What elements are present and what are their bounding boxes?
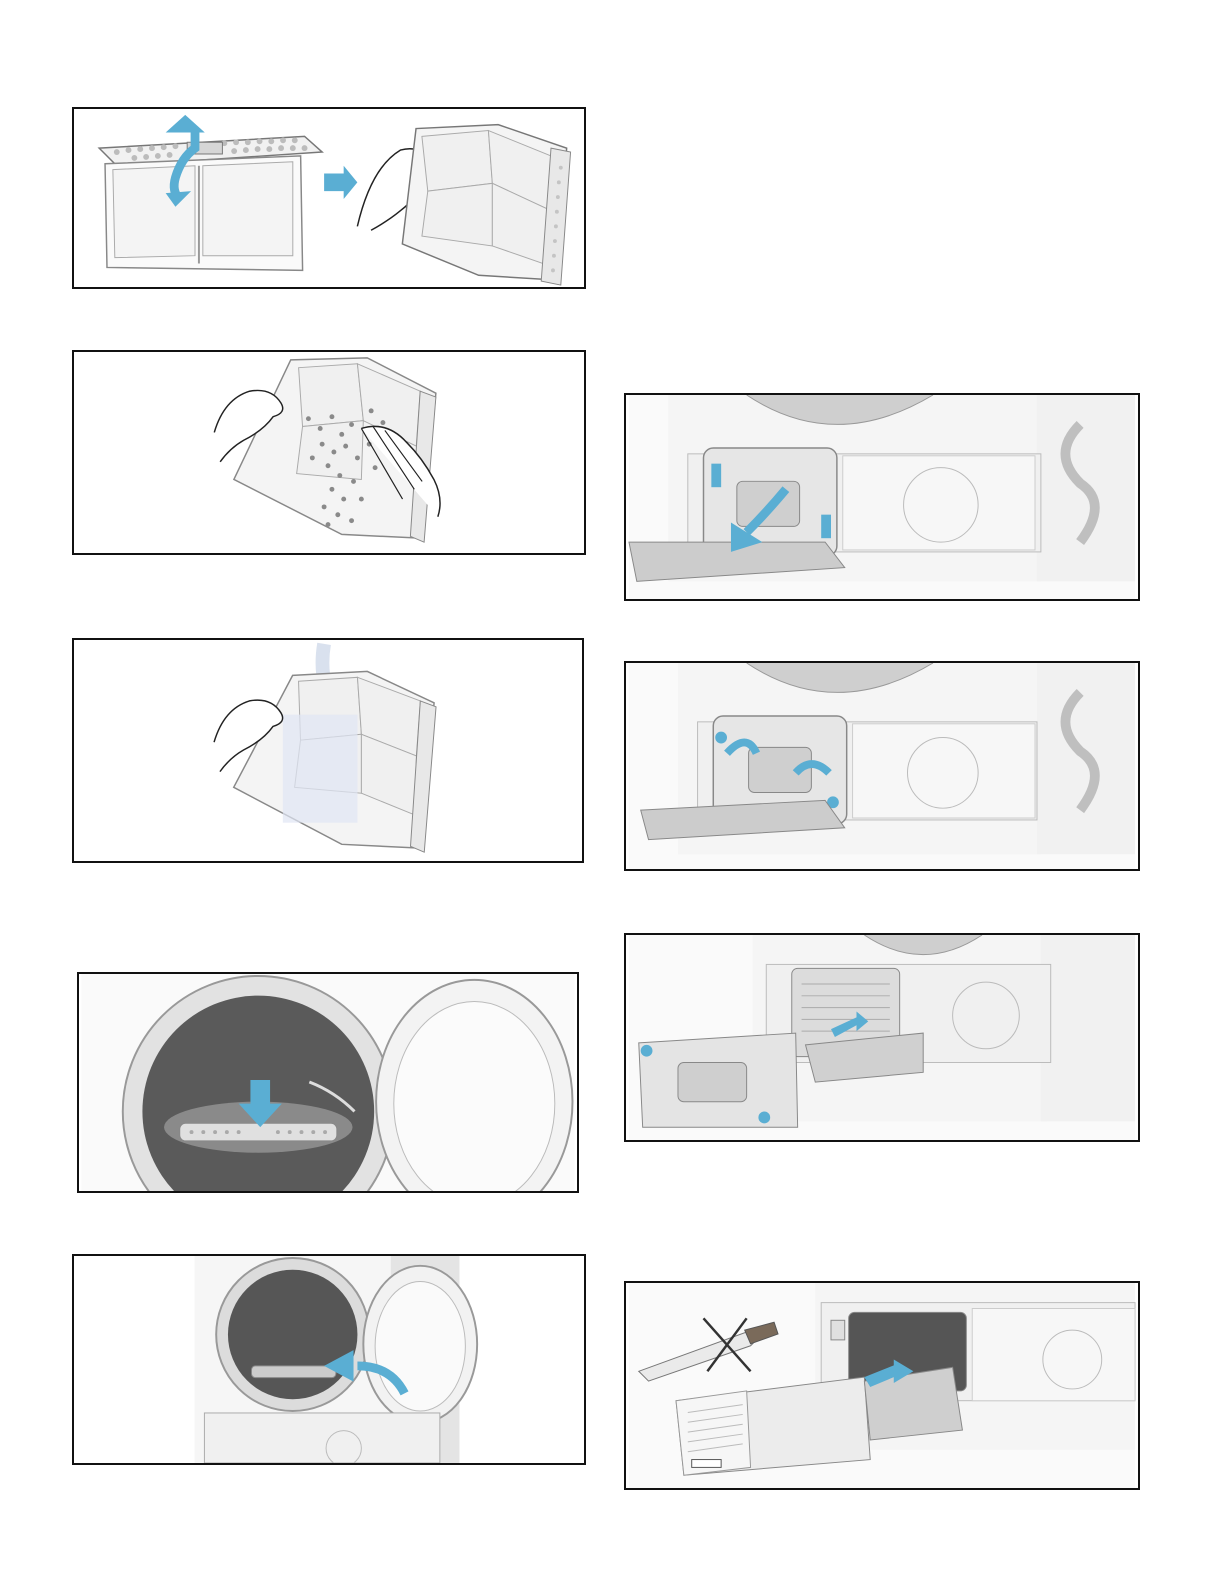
remove-condenser-drawing [626, 1283, 1138, 1488]
illustration-remove-lint [72, 350, 586, 555]
illustration-open-maintenance-flap [624, 393, 1140, 601]
illustration-insert-filter-in-drum [77, 972, 579, 1193]
illustration-remove-condenser-no-knife [624, 1281, 1140, 1490]
pull-cover-drawing [626, 935, 1138, 1140]
illustration-rinse-filter [72, 638, 584, 863]
lint-removal-drawing [74, 352, 584, 553]
rinse-filter-drawing [74, 640, 582, 861]
illustration-turn-locking-levers [624, 661, 1140, 871]
close-door-drawing [74, 1256, 584, 1463]
open-flap-drawing [626, 395, 1138, 599]
drum-insert-filter-drawing [79, 974, 577, 1191]
illustration-pull-out-condenser-cover [624, 933, 1140, 1142]
illustration-open-lint-filter [72, 107, 586, 289]
turn-levers-drawing [626, 663, 1138, 869]
illustration-close-door [72, 1254, 586, 1465]
lint-filter-open-drawing [74, 109, 584, 287]
